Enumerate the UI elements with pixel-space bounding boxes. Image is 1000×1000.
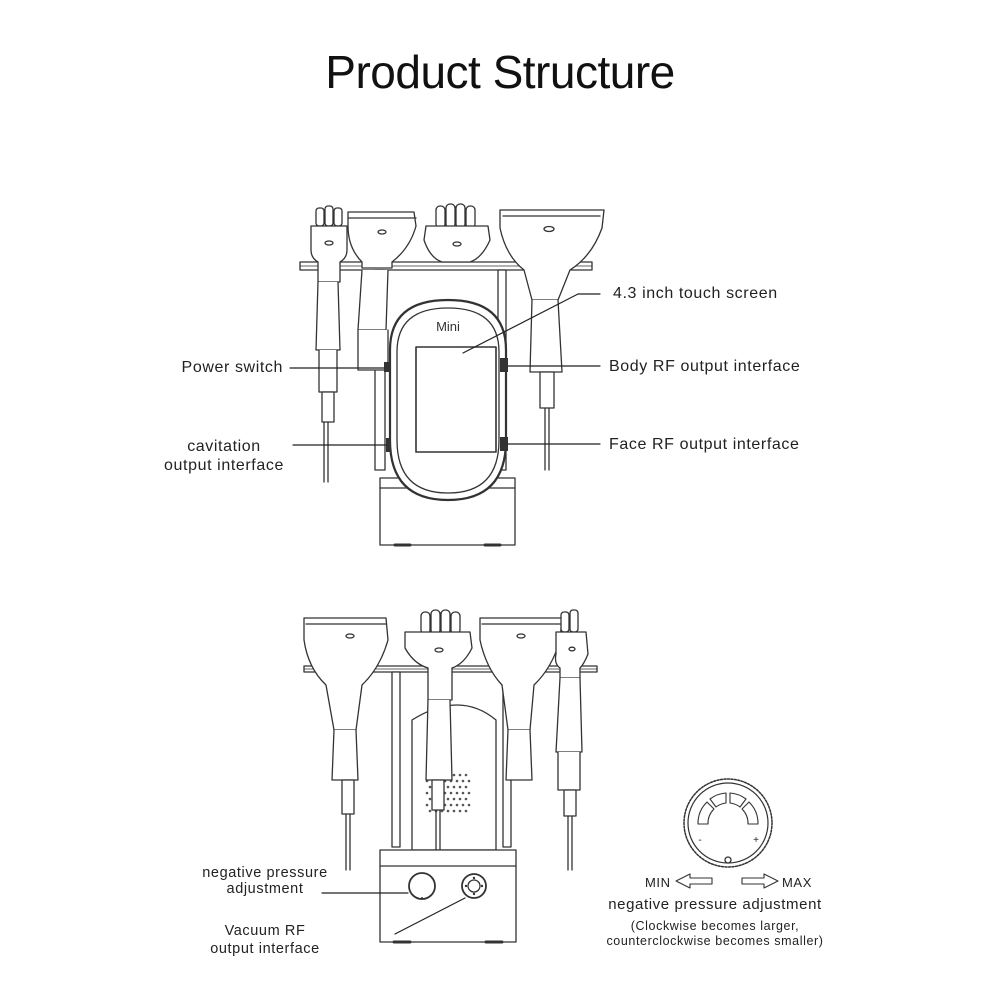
back-view-device [303, 609, 598, 944]
touch-screen-label: 4.3 inch touch screen [613, 285, 778, 302]
back-rf-handle-left [303, 617, 389, 871]
front-body-rf-handle-right [499, 209, 605, 471]
vacuum-rf-label-line1: Vacuum RF [224, 923, 306, 939]
knob-minus-mark: - [698, 835, 701, 846]
back-roller-handle [404, 609, 473, 871]
screen-brand-text: Mini [436, 319, 460, 334]
cavitation-label-line1: cavitation [187, 438, 261, 455]
back-rf-handle-right [479, 617, 563, 781]
negative-pressure-label-line1: negative pressure [202, 865, 328, 881]
knob-note-line2: counterclockwise becomes smaller) [606, 934, 824, 948]
back-callout-lines [321, 892, 466, 935]
front-roller-handle [423, 203, 491, 263]
min-label: MIN [645, 875, 671, 890]
back-face-probe-handle [554, 609, 589, 871]
front-callout-lines [289, 293, 601, 446]
cavitation-port[interactable] [386, 438, 391, 452]
body-rf-label: Body RF output interface [609, 358, 801, 375]
power-switch-label: Power switch [181, 359, 283, 376]
cavitation-label-line2: output interface [164, 457, 284, 474]
min-arrow-icon [675, 873, 713, 889]
vacuum-rf-port[interactable] [461, 873, 487, 899]
page-title: Product Structure [325, 46, 675, 98]
face-rf-port[interactable] [500, 437, 508, 451]
knob-detail: - + [675, 778, 779, 889]
power-switch[interactable] [384, 362, 390, 372]
negative-pressure-knob[interactable] [408, 872, 436, 900]
knob-plus-mark: + [753, 835, 759, 846]
negative-pressure-label-line2: adjustment [226, 881, 304, 897]
knob-scale-segments [697, 792, 759, 825]
knob-note-line1: (Clockwise becomes larger, [630, 919, 800, 933]
face-rf-label: Face RF output interface [609, 436, 800, 453]
front-view-device: Mini [299, 203, 605, 547]
front-body-rf-handle-left [347, 211, 417, 371]
knob-caption: negative pressure adjustment [608, 896, 822, 913]
max-label: MAX [782, 875, 812, 890]
body-rf-port[interactable] [500, 358, 508, 372]
max-arrow-icon [741, 873, 779, 889]
front-face-probe-handle [310, 205, 348, 483]
vacuum-rf-label-line2: output interface [210, 941, 320, 957]
touch-screen[interactable] [415, 346, 497, 453]
